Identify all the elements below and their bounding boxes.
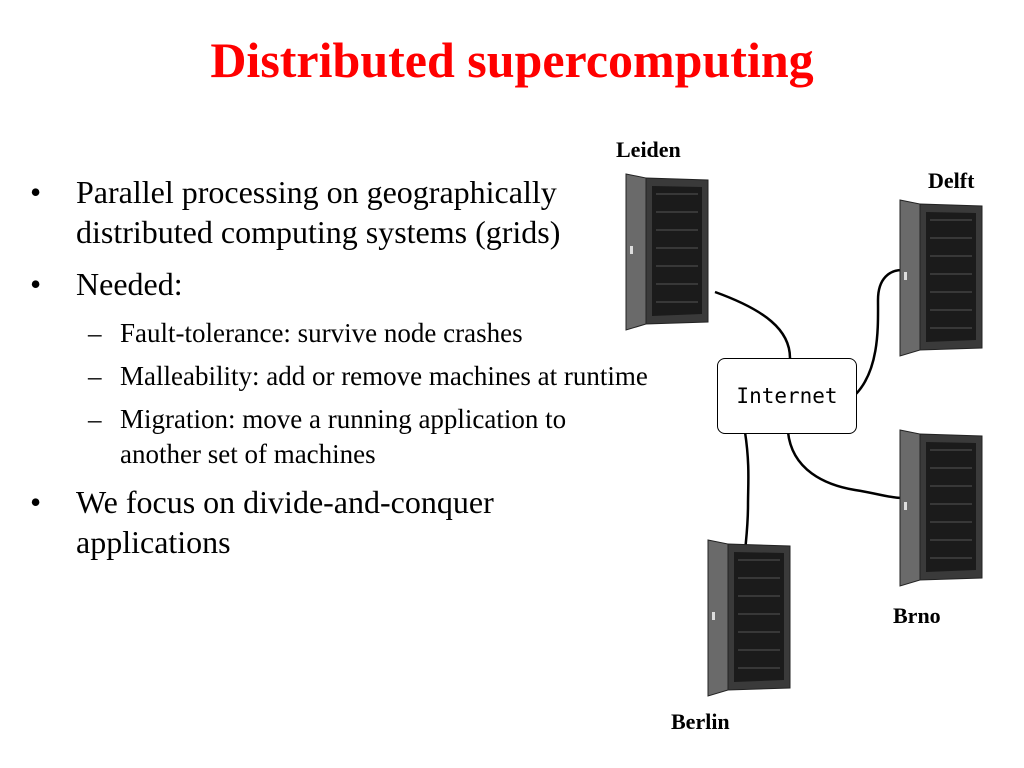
bullet-list: • Parallel processing on geographically …	[30, 172, 650, 574]
sub-bullet-text: Malleability: add or remove machines at …	[120, 361, 648, 391]
berlin-label: Berlin	[671, 709, 730, 734]
bullet-item: • Parallel processing on geographically …	[30, 172, 650, 252]
delft-connection	[854, 268, 903, 396]
sub-bullet-list: – Fault-tolerance: survive node crashes …	[30, 316, 650, 472]
connection-lines	[714, 268, 903, 553]
leiden-connection	[714, 290, 792, 359]
berlin-server-rack-icon	[707, 539, 791, 697]
slide-title: Distributed supercomputing	[210, 32, 814, 88]
berlin-connection	[743, 431, 750, 553]
network-diagram: Internet Leiden Delft Brno Berlin	[580, 120, 1020, 750]
sub-bullet-item: – Migration: move a running application …	[30, 402, 650, 472]
sub-bullet-marker: –	[88, 361, 102, 391]
sub-bullet-marker: –	[88, 318, 102, 348]
bullet-text: We focus on divide-and-conquer applicati…	[76, 484, 494, 560]
leiden-server-rack-icon	[625, 173, 709, 331]
sub-bullet-item: – Fault-tolerance: survive node crashes	[30, 316, 650, 351]
bullet-text: Needed:	[76, 266, 183, 302]
bullet-marker: •	[30, 484, 42, 520]
sub-bullet-text: Migration: move a running application to…	[120, 404, 567, 469]
leiden-label: Leiden	[616, 137, 681, 162]
delft-label: Delft	[928, 168, 975, 193]
bullet-marker: •	[30, 174, 42, 210]
brno-server-rack-icon	[899, 429, 983, 587]
internet-hub: Internet	[717, 358, 857, 434]
bullet-text: Parallel processing on geographically di…	[76, 174, 561, 250]
brno-label: Brno	[893, 603, 941, 628]
brno-connection	[786, 431, 903, 500]
bullet-marker: •	[30, 266, 42, 302]
sub-bullet-item: – Malleability: add or remove machines a…	[30, 359, 650, 394]
bullet-item: • Needed:	[30, 264, 650, 304]
internet-label: Internet	[736, 384, 838, 408]
sub-bullet-text: Fault-tolerance: survive node crashes	[120, 318, 523, 348]
bullet-item: • We focus on divide-and-conquer applica…	[30, 482, 650, 562]
delft-server-rack-icon	[899, 199, 983, 357]
sub-bullet-marker: –	[88, 404, 102, 434]
